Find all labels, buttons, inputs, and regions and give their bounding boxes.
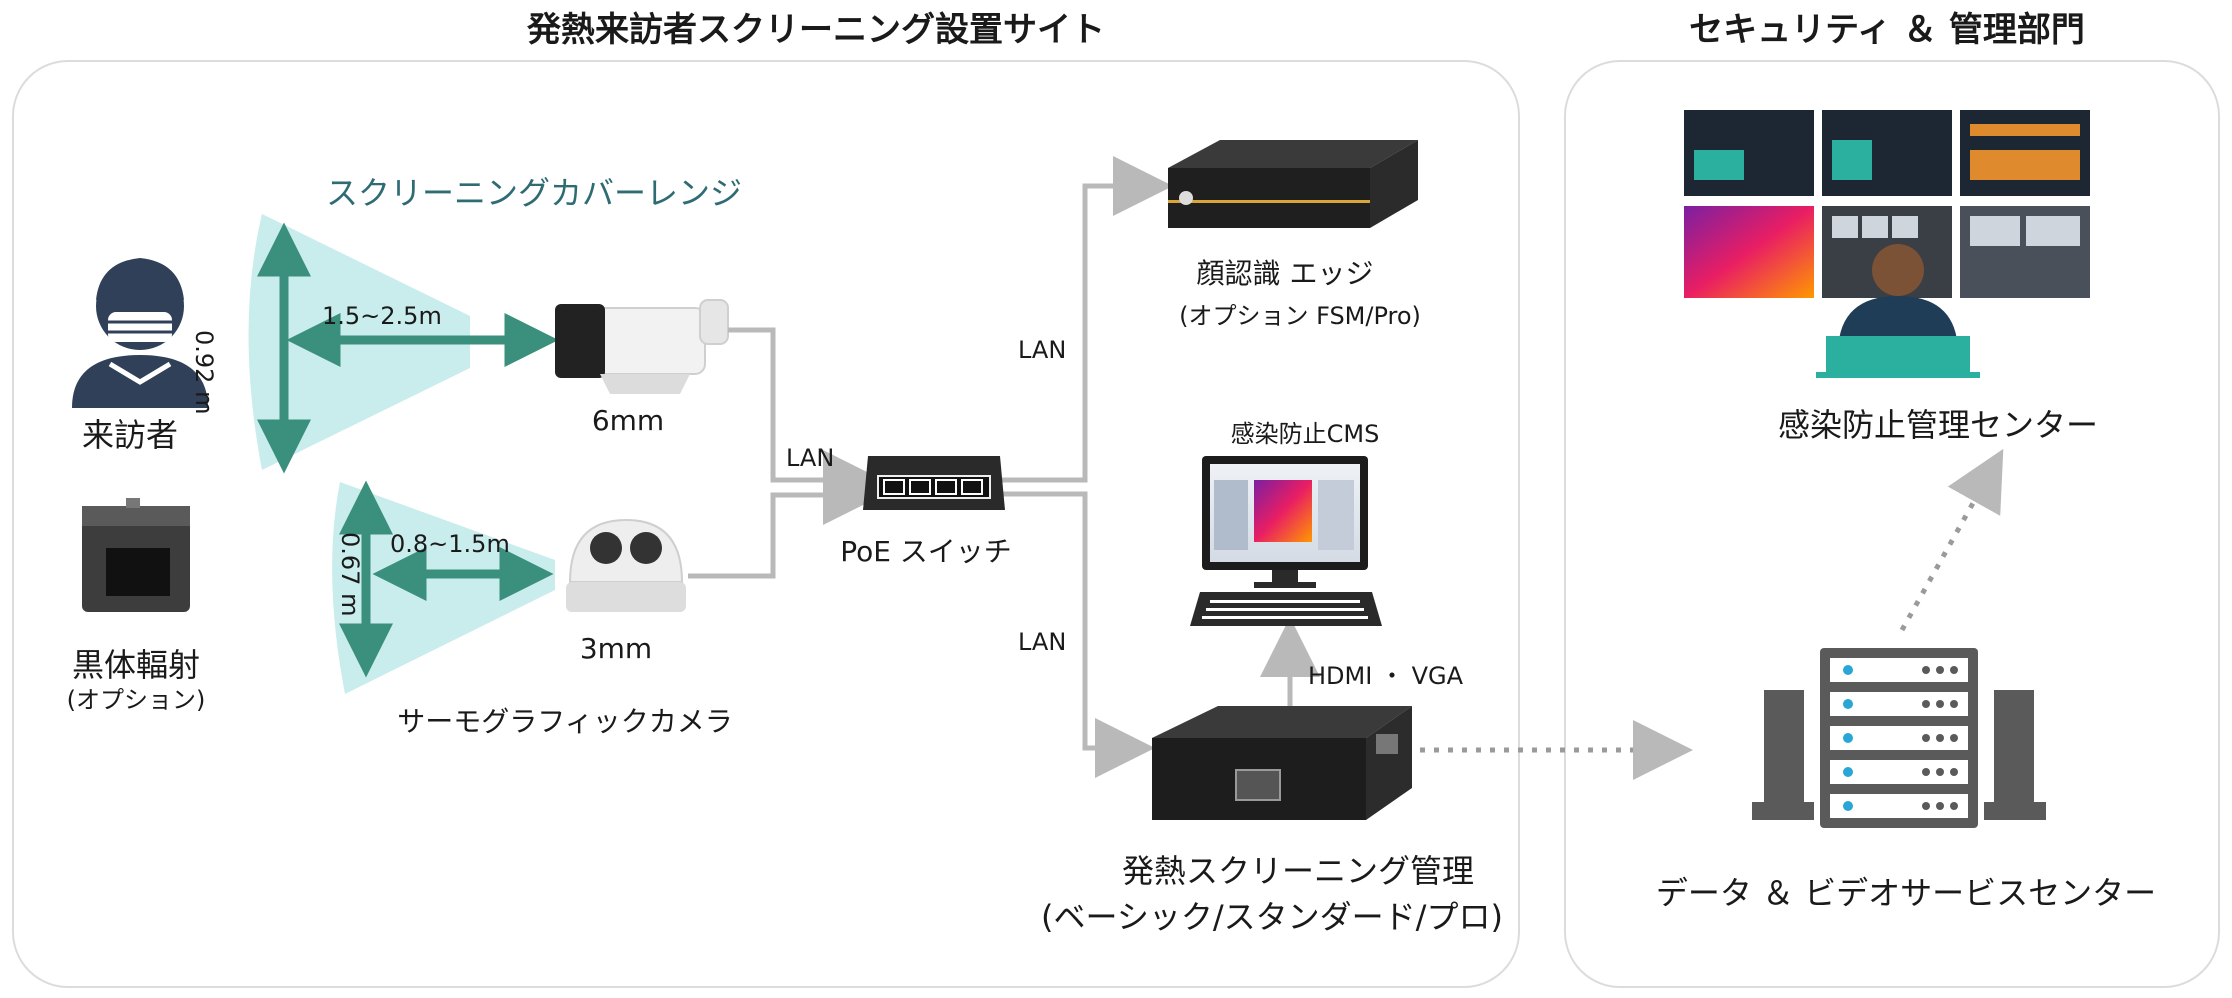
cms-monitor-icon xyxy=(1190,456,1382,626)
camera1-distance-label: 1.5~2.5m xyxy=(322,302,442,330)
site-title: 発熱来訪者スクリーニング設置サイト xyxy=(527,10,1105,50)
lan-label-cameras: LAN xyxy=(786,444,835,472)
dome-camera-icon xyxy=(566,518,686,612)
lan-label-bottom: LAN xyxy=(1018,628,1067,656)
camera1-lens-label: 6mm xyxy=(591,404,665,437)
cable-camera2-switch xyxy=(688,465,883,579)
camera2-distance-label: 0.8~1.5m xyxy=(390,530,510,558)
coverage-range-label: スクリーニングカバーレンジ xyxy=(326,174,743,212)
thermal-camera-label: サーモグラフィックカメラ xyxy=(397,705,733,738)
bullet-camera-icon xyxy=(555,299,729,394)
datacenter-server-icon xyxy=(1752,648,2046,828)
lan-label-top: LAN xyxy=(1018,336,1067,364)
security-title: セキュリティ ＆ 管理部門 xyxy=(1689,10,2085,50)
management-center-label: 感染防止管理センター xyxy=(1777,406,2099,444)
cable-camera1-switch xyxy=(728,327,883,510)
visitor-icon xyxy=(72,258,208,408)
camera2-height-label: 0.67 m xyxy=(336,532,364,617)
camera2-lens-label: 3mm xyxy=(579,632,653,665)
nvr-editions-label: (ベーシック/スタンダード/プロ) xyxy=(1041,898,1503,936)
video-wall-icon xyxy=(1684,110,2090,378)
face-edge-label: 顔認識 エッジ xyxy=(1196,257,1374,290)
poe-switch-label: PoE スイッチ xyxy=(840,535,1012,568)
link-datacenter-center xyxy=(1899,448,2004,632)
poe-switch-icon xyxy=(863,456,1005,510)
blackbody-label: 黒体輻射 xyxy=(71,646,201,684)
cms-label: 感染防止CMS xyxy=(1230,420,1380,448)
camera1-height-label: 0.92 m xyxy=(190,330,218,415)
visitor-label: 来訪者 xyxy=(81,416,179,454)
blackbody-option-label: (オプション) xyxy=(66,686,206,714)
nvr-label: 発熱スクリーニング管理 xyxy=(1121,852,1475,890)
face-edge-device-icon xyxy=(1168,140,1418,228)
nvr-device-icon xyxy=(1152,706,1412,820)
face-edge-option-label: (オプション FSM/Pro) xyxy=(1179,302,1421,330)
cable-switch-edge xyxy=(1000,156,1173,483)
blackbody-icon xyxy=(82,498,190,612)
cable-switch-nvr xyxy=(1000,491,1155,778)
hdmi-vga-label: HDMI ・ VGA xyxy=(1308,662,1464,690)
datacenter-label: データ ＆ ビデオサービスセンター xyxy=(1655,874,2157,912)
